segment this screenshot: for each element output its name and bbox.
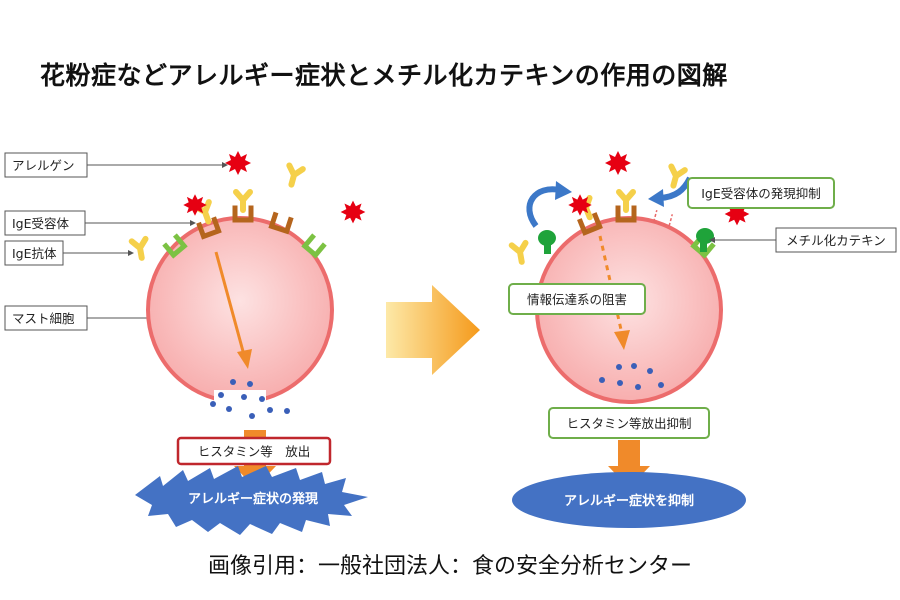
ige-antibody-r-free-1 [512,243,529,263]
label-ige-receptor: IgE受容体 [4,210,196,236]
allergen-1 [225,151,251,175]
symptom-burst [135,466,368,535]
methyl-catechin-label-box [775,227,897,253]
ige-antibody-free-2 [285,165,303,186]
curved-arrow-left [526,181,572,228]
release-suppression-text: ヒスタミン等放出抑制 [566,416,691,431]
methyl-catechin-label: メチル化カテキン [786,233,886,248]
receptor-suppression-text: IgE受容体の発現抑制 [701,186,821,201]
release-suppression-box [548,407,710,439]
signal-block-box [508,283,646,315]
release-box-left [176,436,332,466]
histamine-dots-right [599,363,664,390]
label-ige-antibody: IgE抗体 [4,240,134,266]
transition-arrow [386,285,480,375]
signal-block-text: 情報伝達系の阻害 [527,292,627,307]
label-allergen-text: アレルゲン [12,158,75,173]
curved-arrow-right [648,176,693,207]
allergen-3 [340,200,366,224]
label-mast-cell-text: マスト細胞 [12,311,75,326]
signal-arrow-right [614,330,630,350]
symptom-text-left: アレルギー症状の発現 [188,491,318,507]
label-mast-cell: マスト細胞 [4,305,154,331]
page-title: 花粉症などアレルギー症状とメチル化カテキンの作用の図解 [40,61,728,90]
label-allergen: アレルゲン [4,152,228,178]
ige-antibody-r-free-2 [667,166,685,187]
ige-antibody-r2 [619,192,633,210]
allergen-r1 [605,151,631,175]
label-ige-antibody-text: IgE抗体 [12,246,57,261]
right-panel: IgE受容体の発現抑制 メチル化カテキン 情報伝達系の阻害 ヒスタミン等放出抑制… [508,151,897,528]
release-text-left: ヒスタミン等 放出 [198,444,311,459]
left-panel: アレルゲン IgE受容体 IgE抗体 マスト細胞 [4,151,368,535]
histamine-dots-left [210,379,290,419]
ige-antibody-2 [236,192,250,210]
ige-antibody-free-1 [132,239,149,259]
methyl-catechin-1 [538,230,556,254]
label-ige-receptor-text: IgE受容体 [12,216,70,231]
receptor-suppression-box [687,177,835,209]
suppress-text-right: アレルギー症状を抑制 [564,493,694,509]
suppress-ellipse [512,472,746,528]
signal-arrow-left [237,349,252,369]
image-credit: 画像引用：一般社団法人：食の安全分析センター [207,554,692,579]
receptor-3 [272,215,291,231]
